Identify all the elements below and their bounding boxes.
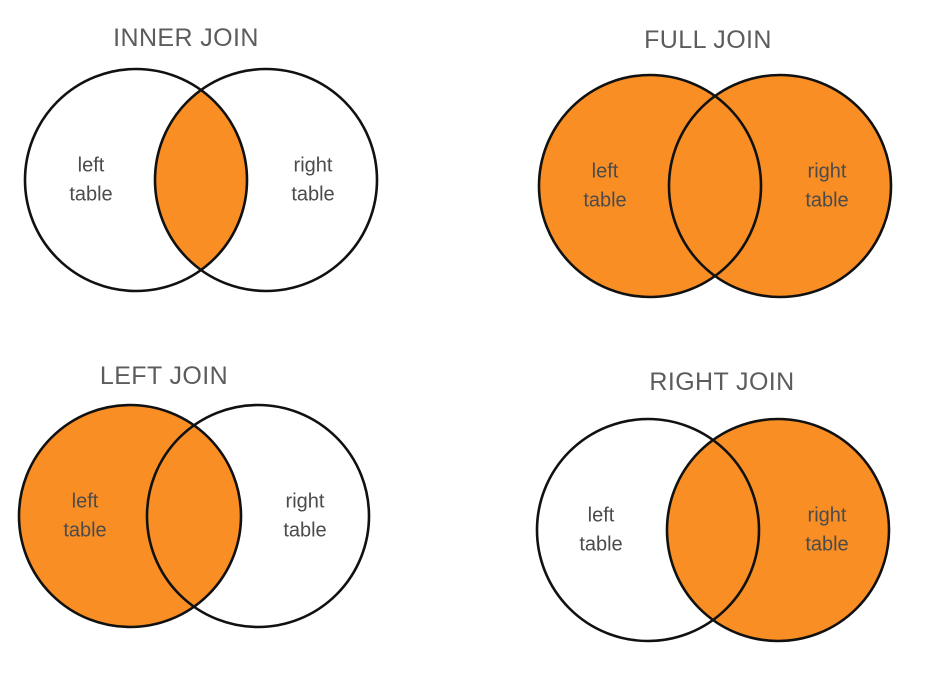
- left-table-circle: [23, 67, 249, 293]
- panel-full-join: FULL JOIN left table right table: [472, 0, 944, 340]
- right-table-label-line2: table: [805, 533, 848, 555]
- panel-title-left-join: LEFT JOIN: [99, 362, 229, 390]
- left-table-label-line1: left: [72, 490, 99, 512]
- panel-right-join: RIGHT JOIN left table right table: [472, 340, 944, 680]
- region-intersection: [155, 69, 247, 291]
- venn-full-join: left table right table: [537, 73, 893, 299]
- region-intersection: [147, 405, 241, 627]
- panel-title-full-join: FULL JOIN: [644, 26, 772, 54]
- left-table-circle: [17, 403, 243, 629]
- left-table-label-line2: table: [63, 519, 106, 541]
- left-table-circle: [535, 417, 761, 643]
- panel-title-right-join: RIGHT JOIN: [649, 368, 795, 396]
- left-table-label-line2: table: [583, 189, 626, 211]
- venn-left-join: left table right table: [17, 403, 371, 629]
- left-table-label-line2: table: [579, 533, 622, 555]
- left-table-label-line1: left: [592, 160, 619, 182]
- right-table-label-line2: table: [805, 189, 848, 211]
- right-table-circle: [667, 73, 893, 299]
- panel-inner-join: INNER JOIN left table right table: [0, 0, 472, 340]
- left-table-circle: [537, 73, 763, 299]
- region-intersection: [669, 75, 761, 297]
- right-table-label-line1: right: [808, 160, 847, 182]
- panel-left-join: LEFT JOIN left table right table: [0, 340, 472, 680]
- right-table-circle: [153, 67, 379, 293]
- right-table-label-line1: right: [286, 490, 325, 512]
- right-table-circle: [665, 417, 891, 643]
- left-table-label-line2: table: [69, 183, 112, 205]
- right-table-label-line1: right: [294, 154, 333, 176]
- left-table-label-line1: left: [78, 154, 105, 176]
- right-table-circle: [145, 403, 371, 629]
- right-table-label-line2: table: [283, 519, 326, 541]
- region-intersection: [667, 419, 759, 641]
- venn-right-join: left table right table: [535, 417, 891, 643]
- panel-title-inner-join: INNER JOIN: [113, 24, 259, 52]
- right-table-label-line2: table: [291, 183, 334, 205]
- left-table-label-line1: left: [588, 504, 615, 526]
- venn-inner-join: left table right table: [23, 67, 379, 293]
- right-table-label-line1: right: [808, 504, 847, 526]
